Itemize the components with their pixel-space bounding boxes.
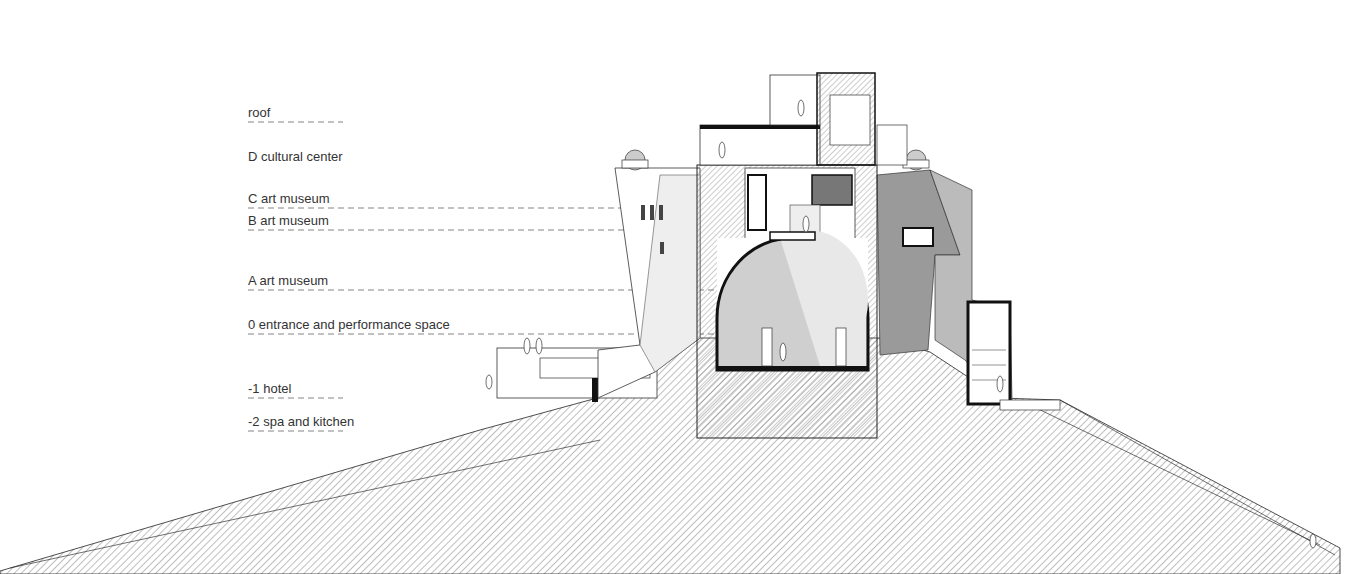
wall-cut <box>592 378 598 402</box>
level-label: D cultural center <box>248 149 345 164</box>
left-wing <box>598 168 700 398</box>
upper-galleries <box>745 168 855 240</box>
roof-tower <box>817 73 875 165</box>
door <box>762 328 772 366</box>
left-wing-shade <box>640 175 700 372</box>
roof-slab <box>700 125 820 129</box>
roof-opening <box>830 95 870 145</box>
level-label: A art museum <box>248 273 330 288</box>
ground-line <box>10 440 600 568</box>
gallery-box <box>812 175 852 205</box>
dome-light <box>780 230 868 366</box>
ground-line <box>1030 405 1320 545</box>
ground-line <box>1060 400 1335 555</box>
stairs <box>972 350 1006 380</box>
roof-terrace <box>877 125 907 165</box>
roof-pavilion <box>700 125 820 165</box>
small-dome-base <box>622 160 648 168</box>
level-label: 0 entrance and performance space <box>248 317 452 332</box>
level-lines <box>248 122 720 431</box>
path <box>1000 400 1060 410</box>
central-block <box>697 165 877 438</box>
balcony <box>903 228 933 246</box>
floor-slab <box>717 366 868 371</box>
windows <box>641 205 664 254</box>
level-label: B art museum <box>248 213 331 228</box>
roof-room <box>770 75 820 125</box>
level-label: -1 hotel <box>248 381 293 396</box>
level-label: -2 spa and kitchen <box>248 414 356 429</box>
human-figures <box>486 100 1316 548</box>
dome-oculus <box>770 232 815 240</box>
hill-section <box>0 338 1340 574</box>
stair-room <box>968 302 1010 404</box>
level-label: roof <box>248 105 272 120</box>
door <box>836 328 846 366</box>
level-label: C art museum <box>248 191 332 206</box>
gallery-wall <box>748 175 766 230</box>
